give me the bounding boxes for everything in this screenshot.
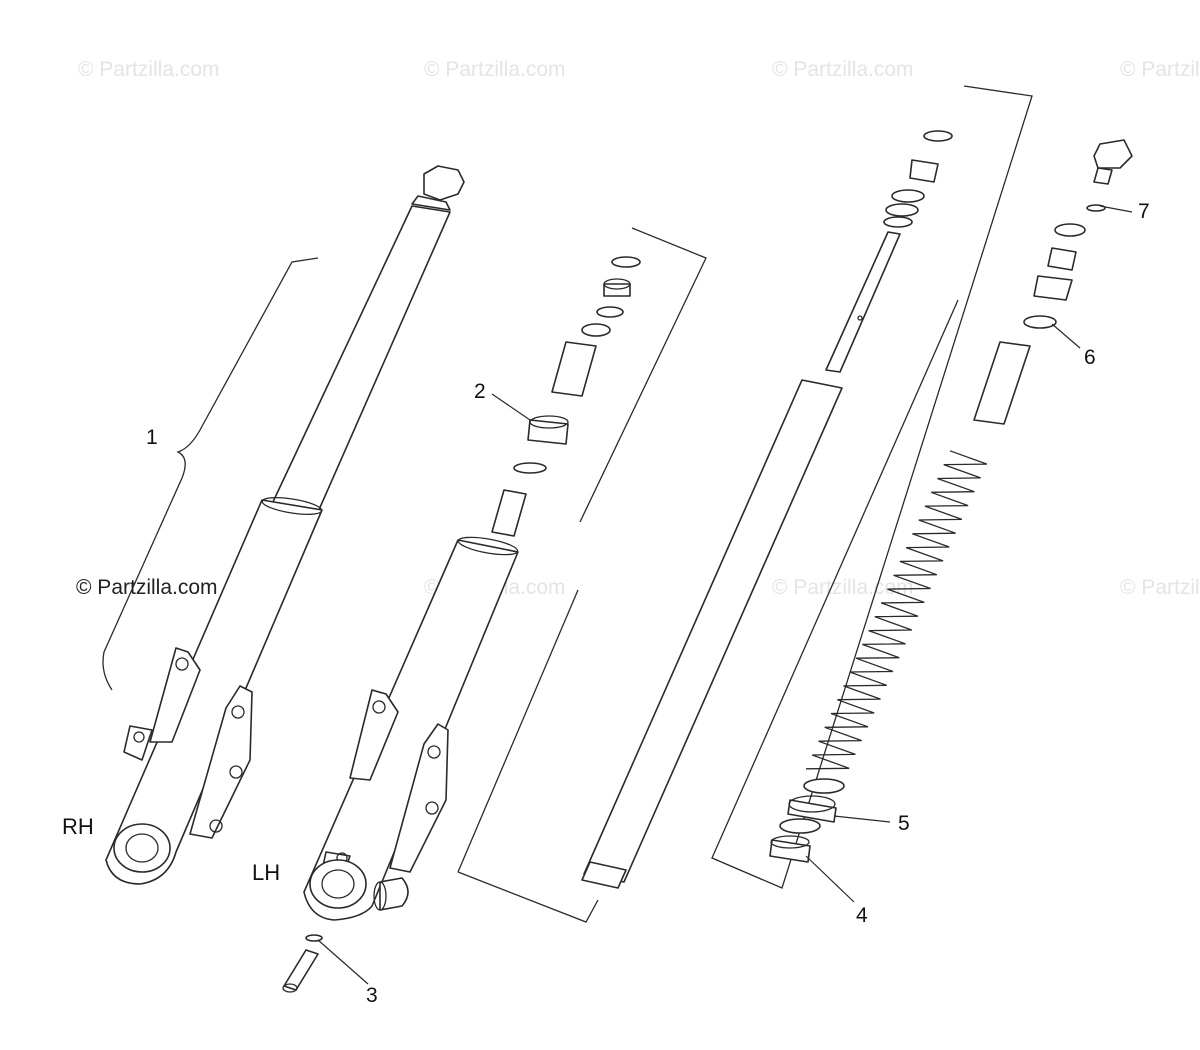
watermark-main: © Partzilla.com (76, 576, 218, 599)
rh-cap-bolt (423, 165, 465, 201)
cap-bolt-shank (1093, 167, 1113, 185)
cap-bolt (1093, 139, 1133, 169)
leader-5 (833, 815, 891, 823)
rh-mount-hole (231, 705, 245, 719)
callout-5: 5 (898, 812, 910, 835)
lh-slider-top-ring (457, 536, 519, 556)
leader-7 (1099, 205, 1133, 213)
spring-washer (779, 818, 821, 834)
rh-mount-hole (133, 731, 145, 743)
rod-rebound-spring (883, 216, 913, 228)
tube-frame (711, 85, 1033, 889)
lh-axle-bushing (379, 877, 409, 911)
lh-upper-tube-assembly (581, 85, 1033, 889)
stack-seal-top (603, 278, 631, 290)
lh-axle-boss (309, 859, 367, 909)
lh-bushing-face (373, 881, 387, 911)
callout-4: 4 (856, 904, 868, 927)
drain-washer (305, 934, 323, 942)
cap-washer (1054, 223, 1086, 237)
lh-bracket-lower (389, 723, 449, 873)
oil-seal-top (529, 415, 569, 429)
lh-bracket-upper (349, 689, 399, 781)
watermark-text: © Partzilla.com (772, 58, 914, 81)
watermark-text: © Partzilla.com (1120, 576, 1200, 599)
leader-4 (805, 855, 855, 903)
callout-6: 6 (1084, 346, 1096, 369)
spring-assembly (769, 139, 1133, 863)
callout-3: 3 (366, 984, 378, 1007)
lh-mount-hole (372, 700, 386, 714)
rh-slider-top-ring (261, 496, 323, 516)
fork-bushing (769, 839, 811, 863)
damper-stack (457, 227, 707, 923)
tube-thread-end (581, 861, 627, 889)
rh-upper-tube (271, 205, 451, 513)
rod-port (857, 315, 863, 321)
stack-o-ring (513, 462, 547, 474)
rh-mount-hole (209, 819, 223, 833)
drain-bolt-head (282, 983, 298, 993)
spring-seat (1047, 247, 1077, 271)
stack-snap-ring (611, 256, 641, 268)
rh-axle-boss (113, 823, 171, 873)
rh-label: RH (62, 814, 94, 839)
stack-spacer (596, 306, 624, 318)
rh-bracket-upper (149, 647, 201, 743)
rod-snap-ring (923, 130, 953, 142)
lh-mount-hole (427, 745, 441, 759)
stack-frame (457, 227, 707, 923)
rh-mount-hole (229, 765, 243, 779)
rh-axle-hole (125, 833, 159, 863)
watermark-text: © Partzilla.com (1120, 58, 1200, 81)
rh-fork-assembly (105, 165, 465, 885)
spring-collar-ring (803, 778, 845, 794)
lh-axle-hole (321, 869, 355, 899)
stack-lower-bushing (491, 489, 527, 537)
watermark-text: © Partzilla.com (772, 576, 914, 599)
damper-rod (825, 231, 901, 373)
assembly-bracket (102, 257, 319, 691)
watermark-text: © Partzilla.com (78, 58, 220, 81)
lh-label: LH (252, 860, 280, 885)
spring-collar-top (788, 795, 836, 813)
stack-frame-left (457, 589, 579, 873)
lh-fork-assembly (282, 536, 519, 993)
spring-collar (787, 799, 837, 823)
rh-caliper-mount (123, 725, 153, 761)
rh-bracket-lower (189, 685, 253, 839)
watermark-text: © Partzilla.com (424, 58, 566, 81)
callout-1: 1 (146, 426, 158, 449)
leader-3 (317, 939, 369, 985)
stack-guide-bushing (551, 341, 597, 397)
rh-lower-slider (105, 499, 323, 885)
lh-lower-slider (303, 539, 519, 921)
fork-spring (805, 450, 988, 770)
lh-upper-tube (583, 379, 843, 883)
rod-rebound-spring (891, 189, 925, 203)
adjuster-o-ring (1023, 315, 1057, 329)
stack-seal (603, 283, 631, 297)
rh-mount-hole (175, 657, 189, 671)
spring-spacer (973, 341, 1031, 425)
callout-2: 2 (474, 380, 486, 403)
oil-seal (527, 419, 569, 445)
fork-bushing-top (770, 835, 810, 849)
callout-7: 7 (1138, 200, 1150, 223)
lh-mount-hole (425, 801, 439, 815)
leader-6 (1051, 323, 1081, 349)
spring-adjuster (1033, 275, 1073, 301)
leader-2 (491, 393, 531, 421)
rod-rebound-spring (885, 203, 919, 217)
rod-top-nut (909, 159, 939, 183)
stack-washer (581, 323, 611, 337)
rh-cap-collar (411, 195, 451, 211)
